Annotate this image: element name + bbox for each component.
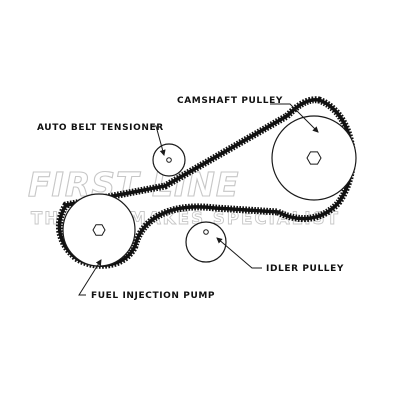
watermark-brand: FIRST LINE (28, 165, 239, 204)
tensioner-leader (152, 125, 166, 156)
fuel-injection-pump-label: FUEL INJECTION PUMP (91, 291, 215, 301)
fuel-injection-pump-pulley (62, 193, 136, 267)
camshaft-pulley-label: CAMSHAFT PULLEY (177, 96, 283, 106)
auto-belt-tensioner-pulley (152, 143, 186, 177)
camshaft-pulley (271, 115, 357, 201)
callout-labels: CAMSHAFT PULLEY AUTO BELT TENSIONER IDLE… (37, 96, 344, 301)
camshaft-hex-hub (306, 151, 322, 165)
timing-belt-body (57, 97, 355, 267)
leader-lines (78, 103, 319, 296)
fuel-pump-leader (78, 259, 102, 296)
idler-pulley-label: IDLER PULLEY (266, 264, 344, 274)
fuel-pump-hex-hub (92, 224, 106, 236)
idler-pulley (185, 221, 227, 263)
auto-belt-tensioner-label: AUTO BELT TENSIONER (37, 123, 164, 133)
idler-leader (216, 237, 262, 269)
camshaft-leader (270, 103, 319, 133)
timing-belt (55, 96, 356, 269)
